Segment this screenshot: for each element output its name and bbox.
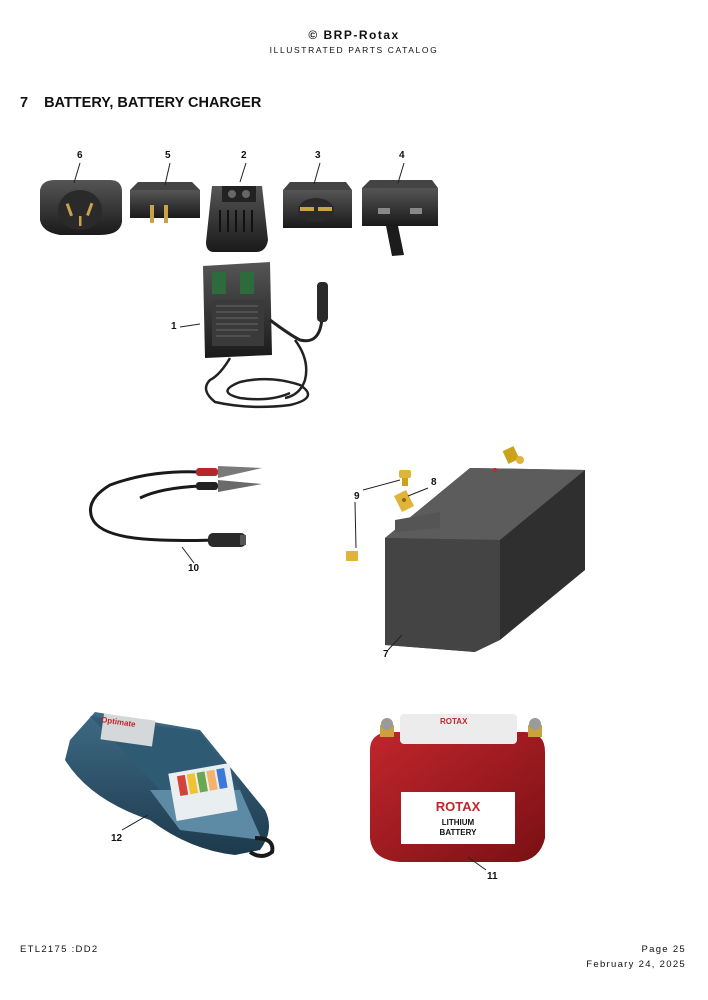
callout-11: 11 bbox=[487, 871, 498, 882]
optimate-charger-12: Optimate bbox=[65, 712, 275, 858]
plug-adapter-2 bbox=[206, 186, 268, 252]
footer-page: Page 25 bbox=[641, 944, 686, 955]
leader-5 bbox=[164, 162, 171, 186]
callout-7: 7 bbox=[383, 649, 389, 660]
leader-2 bbox=[239, 162, 247, 183]
battery-label-line1: LITHIUM bbox=[442, 818, 475, 827]
callout-3: 3 bbox=[315, 150, 321, 161]
section-title-text: BATTERY, BATTERY CHARGER bbox=[44, 95, 262, 111]
charger-1 bbox=[203, 262, 328, 409]
battery-screw-9 bbox=[346, 470, 411, 561]
leader-9b bbox=[354, 501, 357, 549]
leader-10 bbox=[181, 546, 195, 564]
header-subtitle: ILLUSTRATED PARTS CATALOG bbox=[269, 45, 439, 55]
section-number: 7 bbox=[20, 95, 29, 111]
callout-2: 2 bbox=[241, 150, 247, 161]
leader-1 bbox=[179, 323, 201, 328]
footer-doc-id: ETL2175 :DD2 bbox=[20, 944, 99, 955]
callout-12: 12 bbox=[111, 833, 123, 844]
plug-adapter-5 bbox=[130, 182, 200, 223]
leader-3 bbox=[313, 162, 321, 185]
lithium-battery-11: ROTAX ROTAX LITHIUM BATTERY bbox=[370, 714, 545, 862]
plug-adapter-3 bbox=[283, 182, 352, 228]
plug-adapter-4 bbox=[362, 180, 438, 256]
callout-9: 9 bbox=[354, 491, 360, 502]
section-title: 7 BATTERY, BATTERY CHARGER bbox=[20, 95, 261, 111]
battery-top-brand: ROTAX bbox=[440, 717, 468, 726]
leader-7 bbox=[387, 634, 403, 651]
callout-6: 6 bbox=[77, 150, 83, 161]
plug-adapter-6 bbox=[40, 180, 122, 235]
battery-7 bbox=[385, 446, 585, 652]
callout-10: 10 bbox=[188, 563, 200, 574]
leader-9 bbox=[362, 479, 401, 491]
leader-6 bbox=[73, 162, 81, 184]
leader-8 bbox=[407, 487, 429, 497]
leader-4 bbox=[397, 162, 405, 184]
header-company: © BRP-Rotax bbox=[308, 28, 400, 42]
battery-label-line2: BATTERY bbox=[440, 828, 478, 837]
leader-12 bbox=[121, 814, 149, 831]
battery-brand-label: ROTAX bbox=[436, 799, 481, 814]
callout-8: 8 bbox=[431, 477, 437, 488]
battery-terminal-8 bbox=[394, 490, 414, 512]
callout-4: 4 bbox=[399, 150, 405, 161]
footer-date: February 24, 2025 bbox=[586, 959, 686, 970]
battery-clip-cable-10 bbox=[89, 466, 262, 547]
callout-1: 1 bbox=[171, 321, 177, 332]
callout-5: 5 bbox=[165, 150, 171, 161]
leader-11 bbox=[467, 856, 487, 871]
